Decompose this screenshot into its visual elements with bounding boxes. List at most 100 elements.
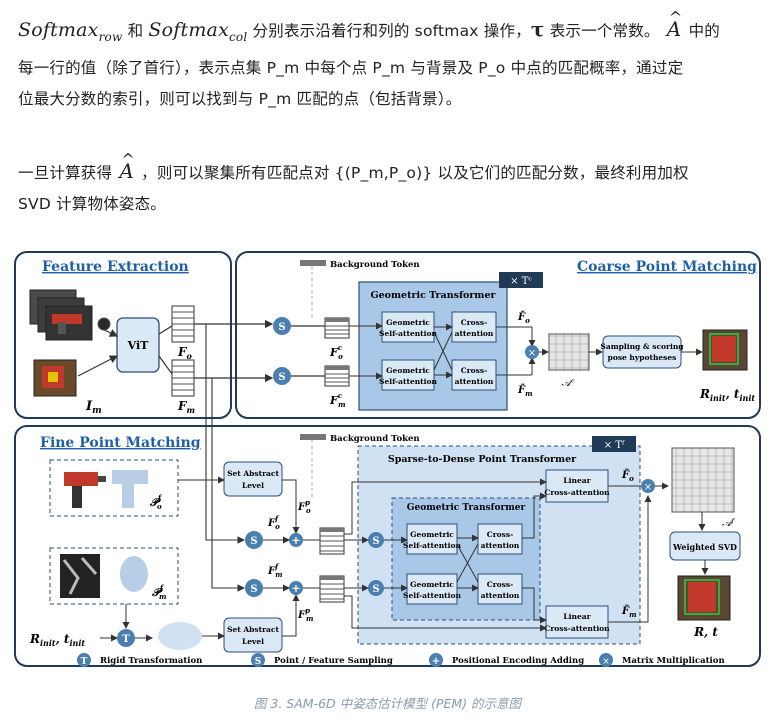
legend-matrix-multiplication: Matrix Multiplication	[622, 656, 725, 666]
legend-positional-encoding: Positional Encoding Adding	[452, 656, 584, 666]
legend-rigid-transformation: Rigid Transformation	[100, 656, 202, 666]
background-token-coarse	[300, 260, 326, 266]
paragraph-2: 一旦计算获得 A ，则可以聚集所有匹配点对 {(P_m,P_o)} 以及它们的匹…	[18, 144, 763, 220]
vit-label: ViT	[127, 339, 150, 352]
geo-self-label: Self-attention	[379, 329, 437, 338]
p2-text-a: 一旦计算获得	[18, 164, 113, 182]
cross-label: attention	[455, 329, 494, 338]
transformed-pointcloud	[158, 622, 202, 650]
geo-self-label: Self-attention	[403, 591, 461, 600]
x-glyph: ×	[644, 482, 652, 493]
geometric-transformer-coarse	[358, 281, 508, 411]
sampling-circle-std-m	[368, 580, 384, 596]
linear-label: Cross-attention	[544, 624, 610, 633]
times-tc-badge	[499, 272, 543, 288]
plus-glyph: +	[291, 582, 300, 595]
drill-image	[64, 472, 106, 508]
S-glyph: S	[250, 536, 257, 547]
S-glyph: S	[372, 536, 379, 547]
Fmc-tokens	[324, 365, 350, 387]
drill-pointcloud	[112, 470, 148, 508]
Ac-matrix	[548, 333, 590, 371]
set-abstract-o	[223, 461, 283, 497]
S-glyph: S	[278, 322, 285, 333]
linear-cross-attn-m	[545, 605, 609, 639]
sampling-circle-fine-m	[245, 579, 263, 597]
rigid-transform-circle	[117, 629, 135, 647]
sampling-scoring-box	[602, 335, 682, 369]
scene-pointcloud	[120, 556, 148, 592]
Af-matrix	[671, 447, 735, 513]
sampling-label: Sampling & scoring	[600, 342, 684, 351]
Fo-feature-stack	[171, 305, 195, 343]
cross-attn-coarse-o	[451, 311, 497, 343]
vit-box	[116, 317, 160, 373]
svg-text:S: S	[255, 657, 262, 667]
pe-add-circle-m	[289, 581, 303, 595]
linear-label: Linear	[563, 612, 591, 621]
a-hat-symbol: A	[665, 2, 684, 45]
sampling-label: pose hypotheses	[608, 353, 677, 362]
p1-text-b: 表示一个常数。	[549, 22, 660, 40]
fine-pose-image	[677, 575, 731, 621]
linear-label: Linear	[563, 476, 591, 485]
T-glyph: T	[122, 634, 130, 645]
sampling-circle-fine-o	[245, 531, 263, 549]
geo-self-label: Geometric	[386, 366, 430, 375]
and-word: 和	[127, 22, 144, 40]
cross-label: attention	[481, 541, 520, 550]
coarse-pose-image	[702, 329, 748, 371]
pe-add-circle-o	[289, 533, 303, 547]
background-token-label-coarse: Background Token	[330, 260, 420, 270]
Foc-tokens	[324, 317, 350, 339]
p2-text-b: ，则可以聚集所有匹配点对 {(P_m,P_o)} 以及它们的匹配分数，最终利用加…	[141, 164, 689, 182]
pem-architecture-figure: Feature Extraction Coarse Point Matching…	[14, 251, 761, 667]
tau-symbol: τ	[530, 17, 545, 41]
cross-label: attention	[455, 377, 494, 386]
figure-caption: 图 3. SAM-6D 中姿态估计模型 (PEM) 的示意图	[253, 696, 522, 711]
fine-object-box	[49, 459, 179, 517]
fine-matching-title: Fine Point Matching	[40, 435, 201, 451]
query-image	[33, 359, 77, 397]
Ac-label: 𝒜ᶜ	[562, 378, 575, 389]
geo-self-label: Self-attention	[403, 541, 461, 550]
cross-label: Cross-	[487, 530, 513, 539]
cross-label: attention	[481, 591, 520, 600]
times-tf-label: × Tᶠ	[604, 440, 625, 451]
Fo-label: Fo	[177, 345, 193, 361]
linear-cross-attn-o	[545, 469, 609, 503]
Fm-feature-stack	[171, 359, 195, 397]
p2-line-2: SVD 计算物体姿态。	[18, 195, 167, 213]
sparse-to-dense-title: Sparse-to-Dense Point Transformer	[388, 454, 577, 465]
geo-self-attn-fine-m	[406, 573, 458, 605]
background-token-fine	[300, 434, 326, 440]
Fm-label: Fm	[177, 399, 195, 415]
cross-attn-coarse-m	[451, 359, 497, 391]
fine-tokens-m	[319, 575, 345, 603]
legend: T Rigid Transformation S Point / Feature…	[77, 653, 725, 667]
svg-text:T: T	[81, 657, 88, 667]
p1-line-2: 每一行的值（除了首行），表示点集 P_m 中每个点 P_m 与背景及 P_o 中…	[18, 58, 684, 77]
a-hat-symbol-2: A	[117, 144, 136, 187]
Af-label: 𝒜ᶠ	[722, 518, 735, 529]
Rt-label: R, t	[693, 625, 718, 639]
cross-attn-fine-m	[477, 573, 523, 605]
softmax-col-symbol: Softmaxcol	[148, 19, 248, 44]
coarse-matching-title: Coarse Point Matching	[577, 259, 757, 275]
linear-label: Cross-attention	[544, 488, 610, 497]
Im-label: Im	[85, 399, 102, 416]
x-glyph: ×	[528, 348, 536, 359]
set-abstract-m	[223, 617, 283, 653]
S-glyph: S	[372, 584, 379, 595]
set-abstract-label: Set Abstract	[227, 469, 279, 478]
template-images	[29, 289, 111, 341]
plus-glyph: +	[291, 534, 300, 547]
cross-label: Cross-	[461, 318, 487, 327]
softmax-row-symbol: Softmaxrow	[18, 19, 123, 44]
set-abstract-label: Level	[242, 481, 264, 490]
sampling-circle-std-o	[368, 532, 384, 548]
